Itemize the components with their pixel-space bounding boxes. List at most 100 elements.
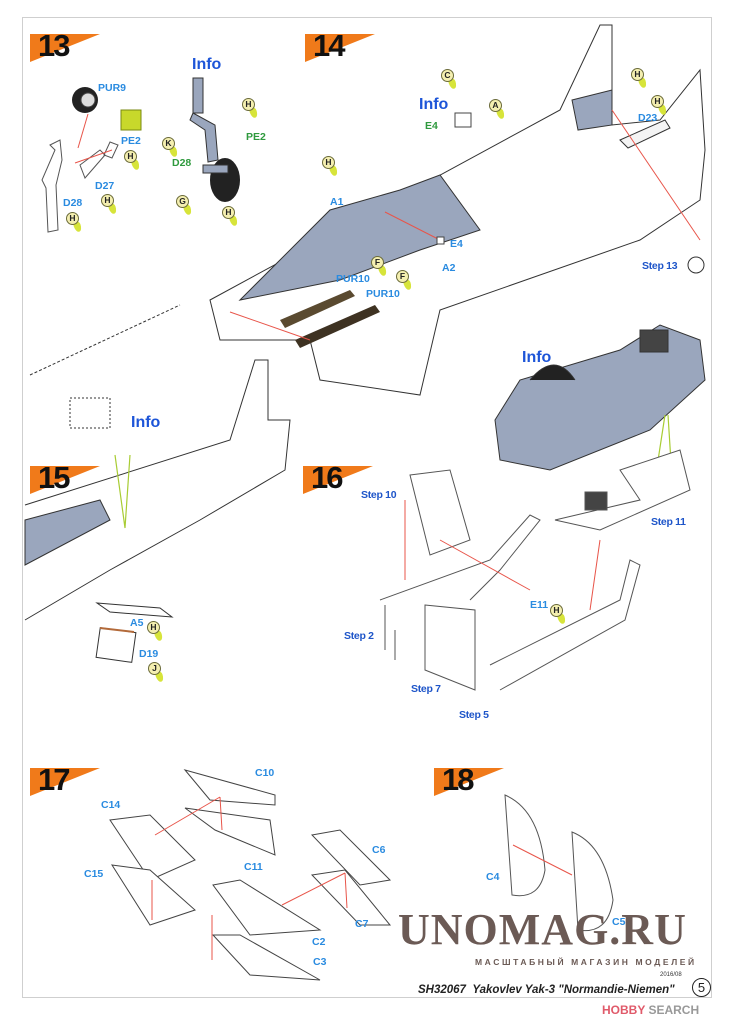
step17-parts <box>109 769 392 981</box>
paint-tag: H <box>147 621 165 643</box>
step13-info-strut <box>189 77 240 202</box>
step18-parts <box>504 794 614 932</box>
step-number: 13 <box>38 28 71 63</box>
info-pointer <box>114 454 131 529</box>
paint-tag: A <box>489 99 507 121</box>
paint-tag: H <box>124 150 142 172</box>
part-label: C5 <box>612 916 626 928</box>
step15-fuselage <box>24 304 291 621</box>
paint-code: H <box>651 95 664 108</box>
info-label: Info <box>522 349 552 366</box>
part-e4 <box>436 236 445 245</box>
part-label: C2 <box>312 936 326 948</box>
step-reference: Step 11 <box>651 516 686 528</box>
step-number: 15 <box>38 460 71 495</box>
part-label: A2 <box>442 262 456 274</box>
paint-tag: H <box>66 212 84 234</box>
step-number: 17 <box>38 762 71 797</box>
step-14-badge: 14 <box>305 28 375 63</box>
paint-code: H <box>631 68 644 81</box>
part-label: PUR10 <box>366 288 400 300</box>
part-label: C4 <box>486 871 500 883</box>
paint-code: H <box>147 621 160 634</box>
paint-code: H <box>550 604 563 617</box>
arrow <box>229 311 311 341</box>
arrow <box>77 113 89 149</box>
paint-code: F <box>371 256 384 269</box>
part-label: PUR10 <box>336 273 370 285</box>
step14-teeth <box>280 290 380 348</box>
paint-tag: H <box>242 98 260 120</box>
paint-code: H <box>222 206 235 219</box>
paint-tag: H <box>631 68 649 90</box>
part-label: C3 <box>313 956 327 968</box>
footer-kit-title: SH32067 Yakovlev Yak-3 "Normandie-Niemen… <box>418 984 675 997</box>
part-label: C11 <box>244 861 263 873</box>
part-label: E4 <box>450 238 463 250</box>
part-label: E11 <box>530 599 549 611</box>
arrow <box>74 149 113 164</box>
arrow <box>404 500 601 611</box>
part-label: D28 <box>172 157 192 169</box>
arrow <box>611 109 701 241</box>
photo-etch-icon <box>120 109 142 131</box>
step13-ref-wheel <box>687 256 705 274</box>
part-e4-info <box>454 112 472 128</box>
watermark-logo: UNOMAG.RU <box>398 905 687 954</box>
step-16-badge: 16 <box>303 460 373 495</box>
part-label: C15 <box>84 868 104 880</box>
paint-code: G <box>176 195 189 208</box>
part-label: C6 <box>372 844 386 856</box>
kit-name: Yakovlev Yak-3 "Normandie-Niemen" <box>472 984 675 996</box>
page-frame <box>22 17 712 998</box>
part-label: C7 <box>355 918 369 930</box>
source-mark: HOBBY SEARCH <box>602 1003 699 1017</box>
part-label: D28 <box>63 197 83 209</box>
step-reference: Step 5 <box>459 709 489 721</box>
step-reference: Step 13 <box>642 260 678 272</box>
paint-tag: H <box>222 206 240 228</box>
step-number: 14 <box>313 28 346 63</box>
paint-tag: G <box>176 195 194 217</box>
step13-strut <box>41 139 119 233</box>
part-label: C14 <box>101 799 121 811</box>
part-label: E4 <box>425 120 438 132</box>
step-number: 18 <box>442 762 475 797</box>
step-reference: Step 2 <box>344 630 374 642</box>
footer-date: 2016/08 <box>660 972 682 978</box>
part-label: PE2 <box>121 135 141 147</box>
paint-tag: H <box>651 95 669 117</box>
part-label: D23 <box>638 112 658 124</box>
part-label: PUR9 <box>98 82 127 94</box>
step-18-badge: 18 <box>434 762 504 797</box>
paint-code: A <box>489 99 502 112</box>
watermark-subtitle: МАСШТАБНЫЙ МАГАЗИН МОДЕЛЕЙ <box>475 957 697 967</box>
source-brand-a: HOBBY <box>602 1003 646 1017</box>
source-brand-b: SEARCH <box>645 1003 700 1017</box>
step16-info-cockpit <box>494 324 706 471</box>
paint-code: F <box>396 270 409 283</box>
part-label: D27 <box>95 180 115 192</box>
part-label: A5 <box>130 617 144 629</box>
info-label: Info <box>131 414 161 431</box>
paint-code: H <box>322 156 335 169</box>
paint-tag: H <box>101 194 119 216</box>
paint-tag: K <box>162 137 180 159</box>
paint-code: H <box>124 150 137 163</box>
part-label: C10 <box>255 767 275 779</box>
step-number: 16 <box>311 460 344 495</box>
arrow <box>384 211 441 241</box>
paint-tag: F <box>396 270 414 292</box>
page-number: 5 <box>692 978 711 997</box>
paint-code: H <box>242 98 255 111</box>
part-label: D19 <box>139 648 159 660</box>
part-label: PE2 <box>246 131 266 143</box>
paint-tag: H <box>550 604 568 626</box>
paint-tag: F <box>371 256 389 278</box>
info-label: Info <box>419 96 449 113</box>
paint-code: K <box>162 137 175 150</box>
paint-code: H <box>101 194 114 207</box>
arrow <box>512 844 573 876</box>
paint-code: C <box>441 69 454 82</box>
